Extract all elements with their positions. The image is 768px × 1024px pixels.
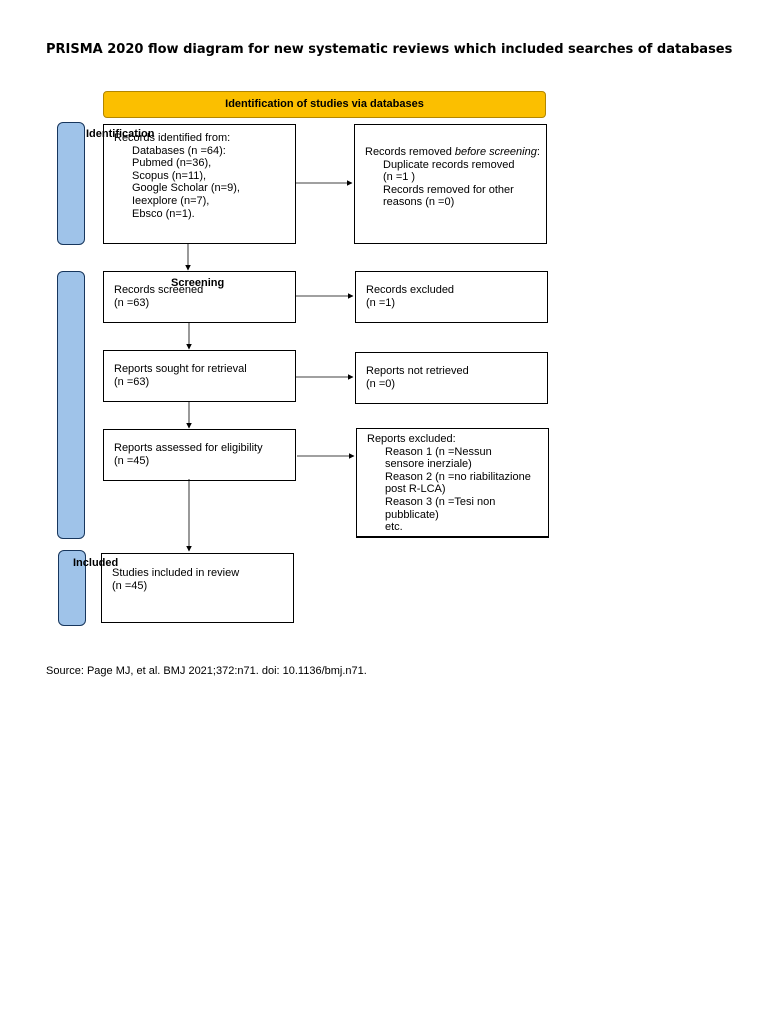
records-removed-heading-suffix: : [536, 146, 540, 158]
reports-not-retrieved-box: Reports not retrieved (n =0) [355, 352, 548, 404]
records-screened-box: Records screened (n =63) [103, 271, 296, 323]
studies-included-label: Studies included in review [112, 567, 240, 579]
phase-label-screening: Screening [171, 277, 225, 289]
records-identified-box: Records identified from: Databases (n =6… [103, 124, 296, 244]
records-removed-heading-italic: before screening [454, 146, 537, 158]
exclusion-reason-2-detail: post R-LCA) [385, 483, 446, 496]
exclusion-reason-2: Reason 2 (n =no riabilitazione [385, 470, 531, 483]
reports-assessed-box: Reports assessed for eligibility (n =45) [103, 429, 296, 481]
duplicate-records-count: (n =1 ) [383, 171, 416, 184]
other-removed-count: reasons (n =0) [383, 196, 455, 209]
reports-sought-box: Reports sought for retrieval (n =63) [103, 350, 296, 402]
reports-assessed-count: (n =45) [114, 454, 150, 467]
identified-item-ebsco: Ebsco (n=1). [132, 207, 195, 220]
phase-bar-identification [57, 122, 85, 245]
reports-sought-label: Reports sought for retrieval [114, 363, 247, 375]
reports-sought-count: (n =63) [114, 375, 150, 388]
identified-item-ieexplore: Ieexplore (n=7), [132, 194, 210, 207]
reports-not-retrieved-count: (n =0) [366, 377, 396, 390]
reports-assessed-label: Reports assessed for eligibility [114, 442, 263, 454]
identification-banner: Identification of studies via databases [103, 91, 546, 118]
exclusion-reason-3: Reason 3 (n =Tesi non [385, 495, 496, 508]
exclusion-reason-3-detail: pubblicate) [385, 508, 439, 521]
studies-included-box: Studies included in review (n =45) [101, 553, 294, 623]
records-removed-heading: Records removed before screening: [365, 146, 546, 159]
phase-bar-included [58, 550, 86, 626]
records-removed-box: Records removed before screening: Duplic… [354, 124, 547, 244]
identified-item-scopus: Scopus (n=11), [132, 169, 207, 182]
exclusion-reason-1: Reason 1 (n =Nessun [385, 445, 492, 458]
records-excluded-label: Records excluded [366, 284, 455, 296]
identified-item-pubmed: Pubmed (n=36), [132, 157, 212, 170]
phase-bar-screening [57, 271, 85, 539]
reports-excluded-heading: Reports excluded: [367, 433, 456, 445]
identified-item-databases: Databases (n =64): [132, 144, 226, 157]
records-excluded-count: (n =1) [366, 296, 396, 309]
reports-not-retrieved-label: Reports not retrieved [366, 365, 469, 377]
records-removed-heading-prefix: Records removed [365, 146, 455, 158]
records-screened-count: (n =63) [114, 296, 150, 309]
records-excluded-box: Records excluded (n =1) [355, 271, 548, 323]
records-identified-heading: Records identified from: [114, 132, 231, 144]
phase-label-included: Included [73, 557, 119, 569]
source-citation: Source: Page MJ, et al. BMJ 2021;372:n71… [46, 665, 367, 677]
identified-item-google-scholar: Google Scholar (n=9), [132, 182, 240, 195]
phase-label-identification: Identification [86, 128, 155, 140]
exclusion-reason-1-detail: sensore inerziale) [385, 458, 472, 471]
records-screened-label: Records screened [114, 284, 204, 296]
duplicate-records-label: Duplicate records removed [383, 158, 515, 171]
exclusion-reason-etc: etc. [385, 521, 403, 534]
studies-included-count: (n =45) [112, 579, 148, 592]
reports-excluded-box: Reports excluded: Reason 1 (n =Nessun se… [356, 428, 549, 538]
other-removed-label: Records removed for other [383, 183, 514, 196]
page-title: PRISMA 2020 flow diagram for new systema… [46, 42, 733, 57]
